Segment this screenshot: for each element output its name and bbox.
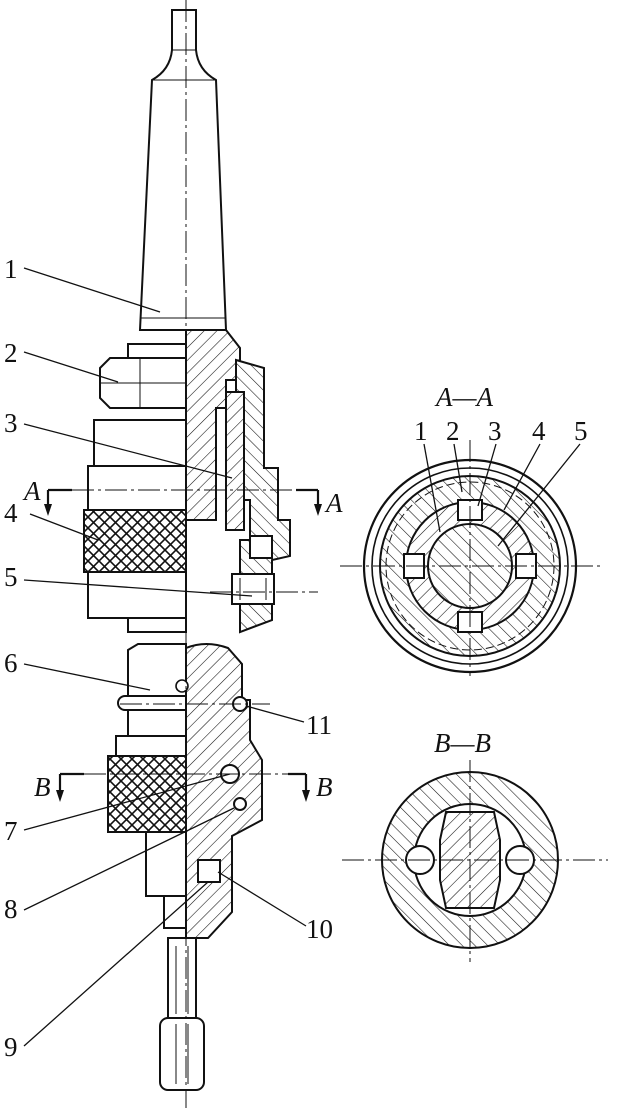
- inner-ring-section: [225, 391, 245, 531]
- section-aa-title: A—A: [434, 382, 494, 412]
- main-view: [23, 0, 322, 1108]
- outer-housing-section: [235, 358, 291, 634]
- label-2: 2: [4, 338, 18, 368]
- section-mark-b-right: B: [316, 772, 333, 802]
- body-upper: [93, 419, 187, 467]
- aa-label-1: 1: [414, 416, 428, 446]
- label-7: 7: [4, 816, 18, 846]
- label-3: 3: [4, 408, 18, 438]
- section-bb-title: B—B: [434, 728, 491, 758]
- section-mark-a-right: A: [324, 488, 343, 518]
- section-mark-b-left: B: [34, 772, 51, 802]
- label-6: 6: [4, 648, 18, 678]
- leader-lines: [23, 267, 307, 1047]
- section-aa-labels: 1 2 3 4 5: [414, 416, 588, 446]
- knurled-ring: [107, 755, 187, 833]
- section-cut-b: [56, 772, 310, 802]
- section-mark-a-left: A: [22, 476, 41, 506]
- label-9: 9: [4, 1032, 18, 1062]
- label-4: 4: [4, 498, 18, 528]
- aa-label-3: 3: [488, 416, 502, 446]
- screw-section: [231, 573, 275, 605]
- lower-section: [185, 643, 263, 939]
- aa-label-2: 2: [446, 416, 460, 446]
- sleeve-lower: [87, 571, 187, 619]
- section-marks: A A B B: [22, 476, 343, 802]
- ball-lower: [233, 797, 247, 811]
- sleeve-upper: [87, 465, 187, 511]
- tap-shank: [167, 937, 197, 1019]
- body-neck: [127, 617, 187, 633]
- label-1: 1: [4, 254, 18, 284]
- taper-shank: [138, 9, 228, 331]
- aa-label-4: 4: [532, 416, 546, 446]
- label-8: 8: [4, 894, 18, 924]
- label-11: 11: [306, 710, 332, 740]
- shank-collar: [127, 343, 187, 359]
- section-cut-a: [44, 488, 322, 516]
- section-titles: A—A B—B: [434, 382, 494, 758]
- part-labels: 1 2 3 4 5 6 7 8 9 10 11: [4, 254, 333, 1062]
- aa-label-5: 5: [574, 416, 588, 446]
- label-10: 10: [306, 914, 333, 944]
- set-screw: [197, 859, 221, 883]
- label-5: 5: [4, 562, 18, 592]
- tap-square: [159, 1017, 205, 1091]
- knurled-sleeve: [83, 509, 187, 573]
- section-aa-view: [340, 440, 600, 676]
- section-bb-view: [342, 760, 608, 962]
